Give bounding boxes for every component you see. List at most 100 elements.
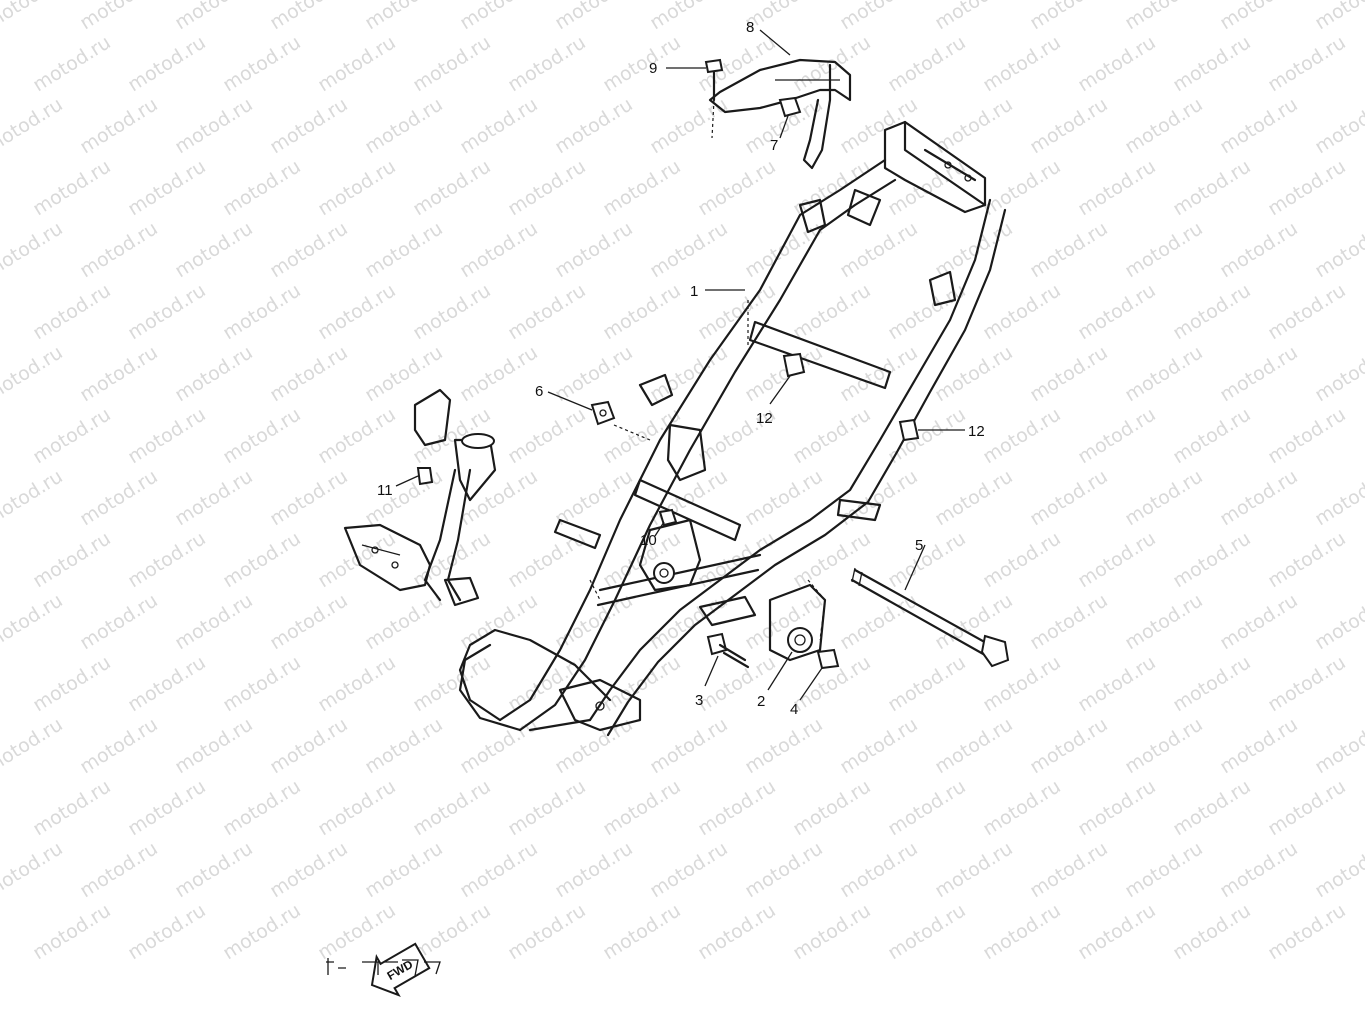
watermark-text: motod.ru: [314, 31, 400, 96]
callout-7: 7: [770, 137, 778, 154]
watermark-text: motod.ru: [694, 775, 780, 840]
watermark-text: motod.ru: [314, 403, 400, 468]
watermark-text: motod.ru: [361, 93, 447, 158]
watermark-text: motod.ru: [409, 527, 495, 592]
watermark-text: motod.ru: [76, 465, 162, 530]
watermark-text: motod.ru: [76, 837, 162, 902]
watermark-text: motod.ru: [314, 279, 400, 344]
callout-3: 3: [695, 692, 703, 709]
watermark-text: motod.ru: [171, 93, 257, 158]
callout-10: 10: [640, 532, 657, 549]
watermark-text: motod.ru: [29, 527, 115, 592]
watermark-text: motod.ru: [931, 837, 1017, 902]
watermark-text: motod.ru: [266, 93, 352, 158]
watermark-text: motod.ru: [979, 527, 1065, 592]
watermark-text: motod.ru: [1216, 0, 1302, 34]
watermark-text: motod.ru: [979, 403, 1065, 468]
watermark-text: motod.ru: [124, 31, 210, 96]
watermark-text: motod.ru: [124, 155, 210, 220]
watermark-text: motod.ru: [1216, 589, 1302, 654]
watermark-text: motod.ru: [171, 713, 257, 778]
watermark-text: motod.ru: [266, 837, 352, 902]
watermark-text: motod.ru: [266, 589, 352, 654]
callout-1: 1: [690, 283, 698, 300]
watermark-text: motod.ru: [789, 899, 875, 964]
watermark-text: motod.ru: [1216, 217, 1302, 282]
watermark-text: motod.ru: [551, 93, 637, 158]
watermark-text: motod.ru: [789, 527, 875, 592]
grab-rail: [708, 58, 852, 170]
watermark-text: motod.ru: [171, 341, 257, 406]
watermark-text: motod.ru: [599, 279, 685, 344]
watermark-text: motod.ru: [456, 0, 542, 34]
watermark-text: motod.ru: [76, 0, 162, 34]
watermark-text: motod.ru: [219, 31, 305, 96]
watermark-text: motod.ru: [124, 279, 210, 344]
watermark-text: motod.ru: [884, 527, 970, 592]
watermark-text: motod.ru: [646, 837, 732, 902]
watermark-text: motod.ru: [409, 775, 495, 840]
watermark-text: motod.ru: [76, 713, 162, 778]
watermark-text: motod.ru: [1074, 651, 1160, 716]
watermark-text: motod.ru: [694, 155, 780, 220]
watermark-text: motod.ru: [361, 0, 447, 34]
callout-8: 8: [746, 19, 754, 36]
watermark-text: motod.ru: [1169, 279, 1255, 344]
watermark-text: motod.ru: [0, 0, 67, 34]
watermark-text: motod.ru: [1264, 155, 1350, 220]
watermark-text: motod.ru: [1169, 155, 1255, 220]
watermark-text: motod.ru: [884, 31, 970, 96]
watermark-text: motod.ru: [1121, 713, 1207, 778]
watermark-text: motod.ru: [1074, 403, 1160, 468]
callout-5: 5: [915, 537, 923, 554]
watermark-text: motod.ru: [504, 651, 590, 716]
watermark-text: motod.ru: [1026, 589, 1112, 654]
watermark-text: motod.ru: [646, 341, 732, 406]
watermark-text: motod.ru: [1311, 217, 1365, 282]
watermark-text: motod.ru: [1216, 341, 1302, 406]
watermark-text: motod.ru: [1074, 527, 1160, 592]
watermark-text: motod.ru: [171, 589, 257, 654]
watermark-text: motod.ru: [504, 403, 590, 468]
watermark-text: motod.ru: [1074, 775, 1160, 840]
watermark-text: motod.ru: [741, 713, 827, 778]
watermark-text: motod.ru: [599, 31, 685, 96]
watermark-text: motod.ru: [29, 279, 115, 344]
watermark-text: motod.ru: [1074, 31, 1160, 96]
watermark-text: motod.ru: [29, 651, 115, 716]
watermark-text: motod.ru: [1074, 279, 1160, 344]
callout-4: 4: [790, 701, 798, 718]
callout-6: 6: [535, 383, 543, 400]
watermark-text: motod.ru: [29, 899, 115, 964]
watermark-text: motod.ru: [979, 899, 1065, 964]
watermark-text: motod.ru: [266, 465, 352, 530]
watermark-text: motod.ru: [504, 31, 590, 96]
watermark-text: motod.ru: [931, 0, 1017, 34]
watermark-text: motod.ru: [504, 279, 590, 344]
watermark-text: motod.ru: [314, 775, 400, 840]
watermark-text: motod.ru: [314, 651, 400, 716]
watermark-text: motod.ru: [361, 217, 447, 282]
callout-9: 9: [649, 60, 657, 77]
hardware: [416, 58, 1010, 670]
watermark-text: motod.ru: [76, 93, 162, 158]
watermark-text: motod.ru: [29, 775, 115, 840]
watermark-text: motod.ru: [1169, 403, 1255, 468]
watermark-text: motod.ru: [789, 31, 875, 96]
watermark-text: motod.ru: [1026, 217, 1112, 282]
watermark-text: motod.ru: [1311, 0, 1365, 34]
watermark-text: motod.ru: [504, 155, 590, 220]
watermark-text: motod.ru: [171, 465, 257, 530]
watermark-text: motod.ru: [931, 217, 1017, 282]
watermark-text: motod.ru: [219, 775, 305, 840]
watermark-text: motod.ru: [836, 0, 922, 34]
watermark-text: motod.ru: [456, 217, 542, 282]
watermark-text: motod.ru: [931, 465, 1017, 530]
watermark-text: motod.ru: [1311, 837, 1365, 902]
scan-noise: [326, 958, 441, 977]
watermark-text: motod.ru: [124, 651, 210, 716]
watermark-text: motod.ru: [1121, 589, 1207, 654]
watermark-text: motod.ru: [741, 837, 827, 902]
watermark-text: motod.ru: [1169, 775, 1255, 840]
